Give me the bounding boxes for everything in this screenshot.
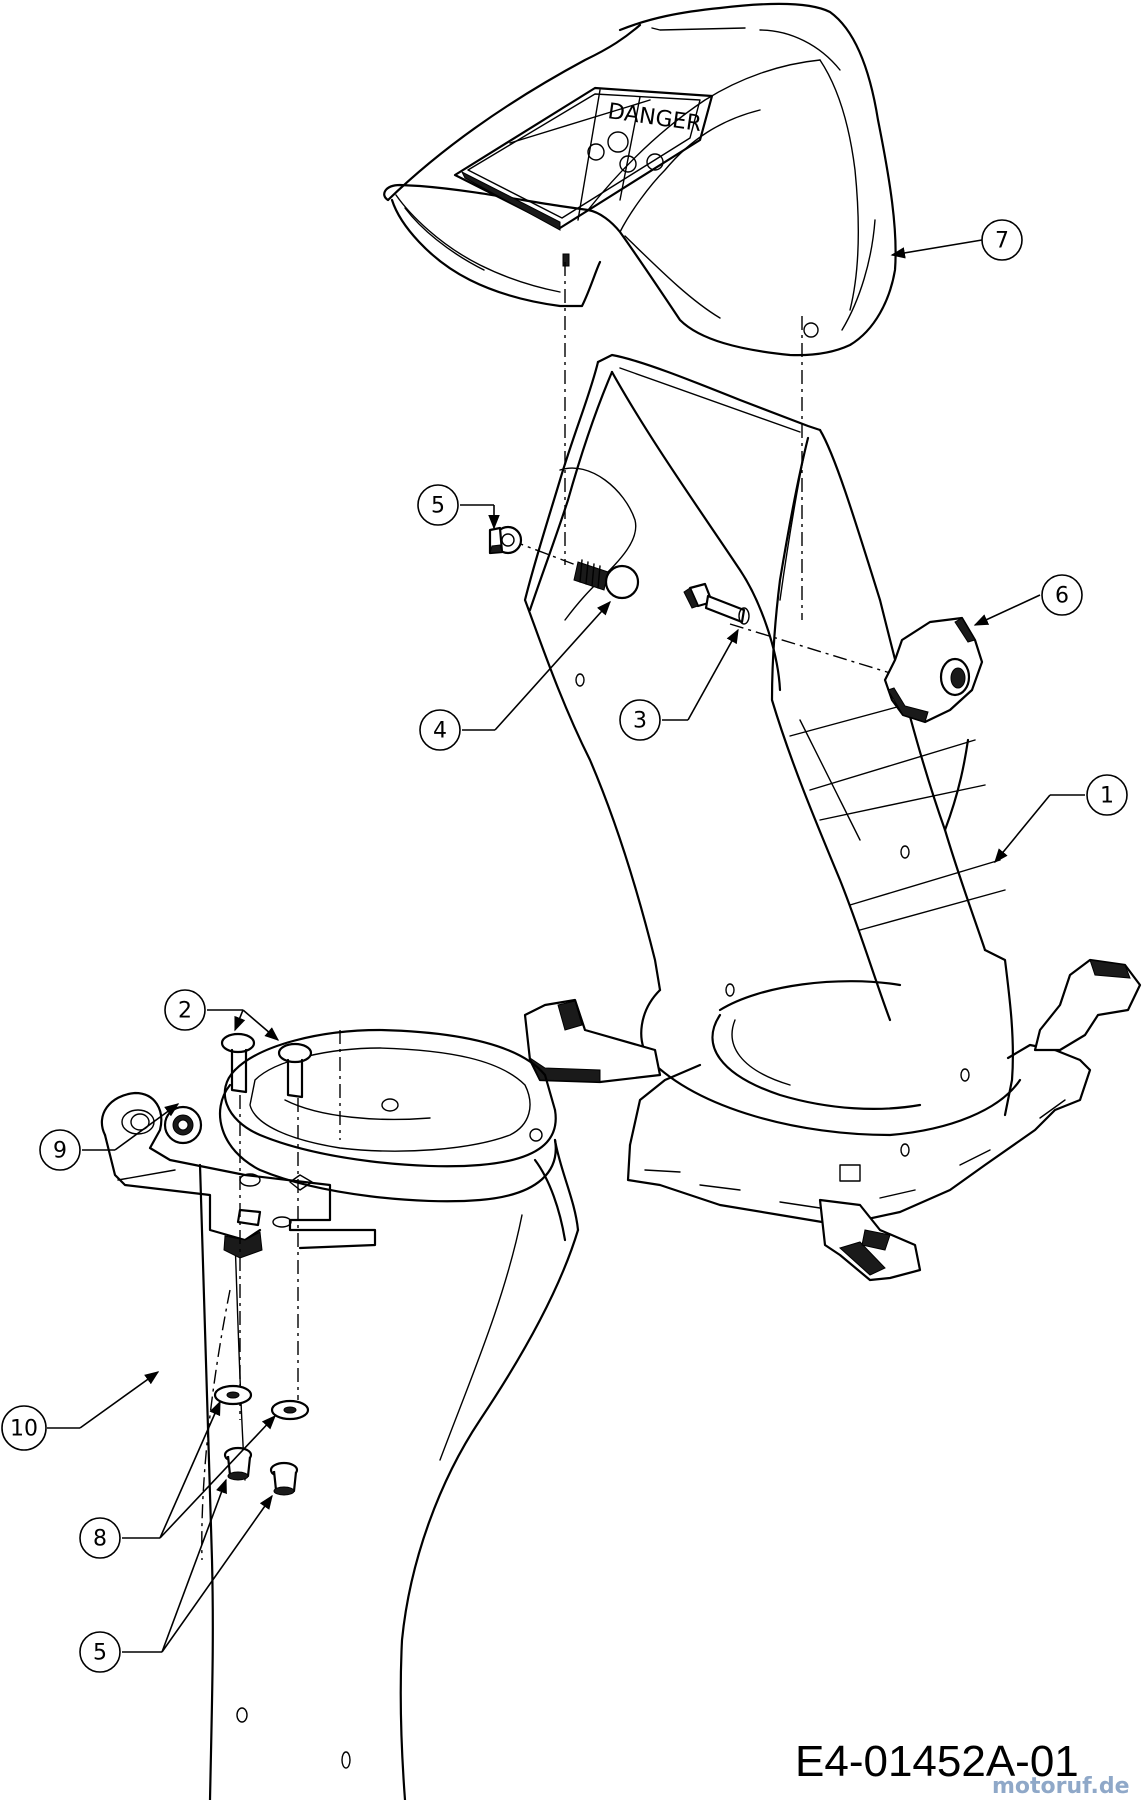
- danger-decal: DANGER: [453, 86, 714, 231]
- callout-2: 2: [178, 999, 192, 1024]
- assembly-line-knob: [729, 623, 901, 677]
- washers: [213, 1384, 310, 1421]
- callout-10: 10: [10, 1417, 38, 1442]
- callout-10-circle: [1, 1405, 47, 1451]
- callout-6-circle: [1041, 574, 1083, 616]
- callout-7-circle: [981, 219, 1023, 261]
- drawing-code: E4-01452A-01: [795, 1737, 1079, 1786]
- carriage-bolts: [220, 1032, 313, 1099]
- callout-8-circle: [79, 1517, 121, 1559]
- decal-text: DANGER: [606, 99, 703, 137]
- watermark: motoruf.de: [992, 1774, 1130, 1799]
- callout-5-lower-circle: [79, 1631, 121, 1673]
- callout-4-circle: [419, 709, 461, 751]
- flange-nuts-lower: [223, 1446, 299, 1496]
- callout-2-circle: [164, 989, 206, 1031]
- callout-3-circle: [619, 699, 661, 741]
- callout-1: 1: [1100, 784, 1114, 809]
- callout-1-circle: [1086, 774, 1128, 816]
- callout-4: 4: [433, 719, 447, 744]
- lock-nut: [163, 1105, 203, 1145]
- chute-body: [523, 353, 1142, 1282]
- callout-5-lower: 5: [93, 1641, 107, 1666]
- chute-base-tube: [198, 1028, 580, 1800]
- callout-9-circle: [39, 1129, 81, 1171]
- callout-9: 9: [53, 1139, 67, 1164]
- callout-7: 7: [995, 229, 1009, 254]
- t-bolt: [683, 582, 750, 625]
- callout-3: 3: [633, 709, 647, 734]
- star-knob: [883, 616, 984, 724]
- callout-8: 8: [93, 1527, 107, 1552]
- carriage-bolt-spring: [573, 559, 640, 600]
- callout-6: 6: [1055, 584, 1069, 609]
- callout-5-upper-circle: [417, 484, 459, 526]
- mounting-bracket: [100, 1091, 377, 1259]
- deflector-cap: DANGER: [383, 2, 897, 357]
- callout-5-upper: 5: [431, 494, 445, 519]
- flange-nut-upper: [488, 525, 523, 555]
